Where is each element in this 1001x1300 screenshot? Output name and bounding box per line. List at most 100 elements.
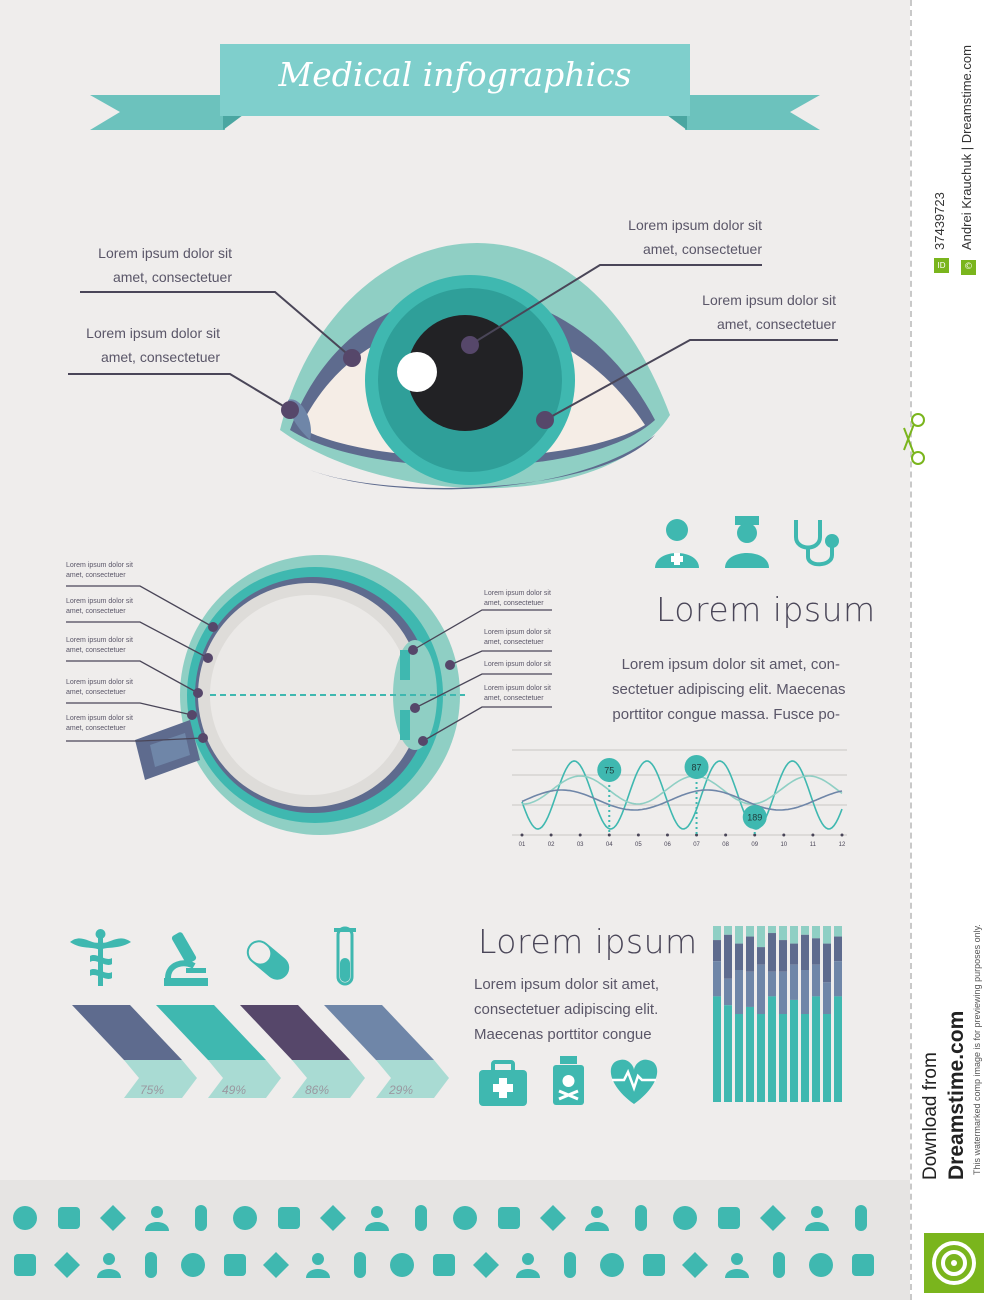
notice-text: This watermarked comp image is for previ… [972,924,982,1175]
x-tick [578,833,582,837]
caduceus-icon [58,1207,80,1229]
hands-icon [498,1207,520,1229]
anatomy-label-right-4: Lorem ipsum dolor sit amet, consectetuer [484,684,551,704]
percent-bar [324,1005,449,1098]
marker-label: 75 [604,766,614,776]
first-aid-kit-icon [479,1060,527,1106]
patients-icon [718,1207,740,1229]
dreamstime-logo [924,1233,984,1293]
poison-bottle-icon [553,1056,584,1105]
bladder-icon [599,1253,624,1277]
anatomy-label-left-4-line1: Lorem ipsum dolor sit [66,679,133,686]
section1-line3: porttitor congue massa. Fusce po- [612,706,840,723]
icon-strip-icons [0,1180,910,1300]
anatomy-label-left-2-line2: amet, consectetuer [66,608,126,615]
lungs-icon [433,1254,456,1276]
anatomy-label-left-2: Lorem ipsum dolor sit amet, consectetuer [66,597,133,617]
x-tick [724,833,728,837]
percent-label-4: 29% [389,1083,414,1097]
x-tick [607,833,611,837]
bandage-icon [13,1206,37,1230]
eye-anatomy-diagram [135,555,465,835]
stacked-bar [823,926,831,1102]
marker-badge [597,758,622,782]
pill-bottle-icon [540,1205,566,1231]
eye-leader-lines [68,264,838,429]
eye-icon [855,1205,867,1231]
series-line [521,760,843,830]
x-tick-label: 06 [664,842,671,848]
magnifier-icon [852,1254,875,1276]
section1-line1: Lorem ipsum dolor sit amet, con- [621,656,840,673]
kidneys-icon [515,1253,540,1278]
anatomy-label-right-3-line1: Lorem ipsum dolor sit [484,661,551,668]
x-tick-label: 05 [635,842,642,848]
stacked-bar [713,926,721,1102]
anatomy-label-left-3-line1: Lorem ipsum dolor sit [66,637,133,644]
series-line [522,775,843,805]
liver-icon [472,1252,499,1278]
eye-label-4: Lorem ipsum dolor sit amet, consectetuer [664,288,836,336]
dreamstime-site-text: Dreamstime.com [945,1010,968,1180]
anatomy-leader-lines [66,585,552,746]
x-tick-label: 10 [780,842,787,848]
stacked-bar [779,926,787,1102]
section2-heading: Lorem ipsum [478,922,698,961]
anatomy-label-right-4-line1: Lorem ipsum dolor sit [484,685,551,692]
section2-line3: Maecenas porttitor congue [474,1026,652,1043]
x-tick [665,833,669,837]
eye-label-1: Lorem ipsum dolor sit amet, consectetuer [60,241,232,289]
marker-badge [684,755,709,779]
section2-line2: consectetuer adipiscing elit. [474,1001,659,1018]
id-number: 37439723 [932,192,947,250]
x-tick [549,833,553,837]
x-tick [782,833,786,837]
x-tick-label: 08 [722,842,729,848]
banner-ribbon [90,44,820,130]
heart-pulse-icon [610,1059,658,1104]
stacked-bar [724,926,732,1102]
x-tick-label: 09 [751,842,758,848]
nurse-icon [635,1205,647,1231]
molecule-icon [223,1254,246,1276]
ear-icon [809,1253,834,1277]
ribbon-icon [320,1205,346,1231]
anatomy-label-left-3-line2: amet, consectetuer [66,647,126,654]
anatomy-label-left-5: Lorem ipsum dolor sit amet, consectetuer [66,714,133,734]
anatomy-label-left-5-line1: Lorem ipsum dolor sit [66,715,133,722]
x-tick-label: 11 [810,842,817,848]
knee-icon [805,1206,829,1231]
banner-title: Medical infographics [278,55,632,94]
eye-label-4-line1: Lorem ipsum dolor sit [702,292,836,308]
virus-icon [263,1252,290,1278]
eye-label-3-line2: amet, consectetuer [642,241,762,257]
pill-icon [246,940,290,980]
anatomy-label-left-2-line1: Lorem ipsum dolor sit [66,598,133,605]
x-tick [695,833,699,837]
watermark-sidebar: ID 37439723 © Andrei Krauchuk | Dreamsti… [903,0,1001,1300]
stacked-bars-chart [713,926,842,1102]
icon-strip [0,1180,910,1300]
ambulance-icon [278,1207,300,1229]
section1-line2: sectetuer adipiscing elit. Maecenas [612,681,846,698]
pill-icon [145,1206,169,1231]
anatomy-label-left-1: Lorem ipsum dolor sit amet, consectetuer [66,561,133,581]
section2-line1: Lorem ipsum dolor sit amet, [474,976,660,993]
copyright-badge: © [961,260,976,275]
anatomy-label-right-1: Lorem ipsum dolor sit amet, consectetuer [484,589,551,609]
percent-label-2: 49% [222,1083,247,1097]
anatomy-label-left-4-line2: amet, consectetuer [66,689,126,696]
anatomy-label-left-4: Lorem ipsum dolor sit amet, consectetuer [66,678,133,698]
anatomy-label-right-2-line2: amet, consectetuer [484,639,544,646]
marker-label: 87 [692,763,702,773]
syringe-icon [233,1206,257,1230]
brain-icon [760,1205,786,1231]
eye-label-3-line1: Lorem ipsum dolor sit [628,217,762,233]
eye-label-2: Lorem ipsum dolor sit amet, consectetuer [48,321,220,369]
stacked-bar [812,926,820,1102]
percent-bars-chart [72,1005,449,1098]
percent-label-3: 86% [305,1083,330,1097]
eye-label-2-line1: Lorem ipsum dolor sit [86,325,220,341]
foot-icon [773,1252,786,1278]
x-tick [753,833,757,837]
